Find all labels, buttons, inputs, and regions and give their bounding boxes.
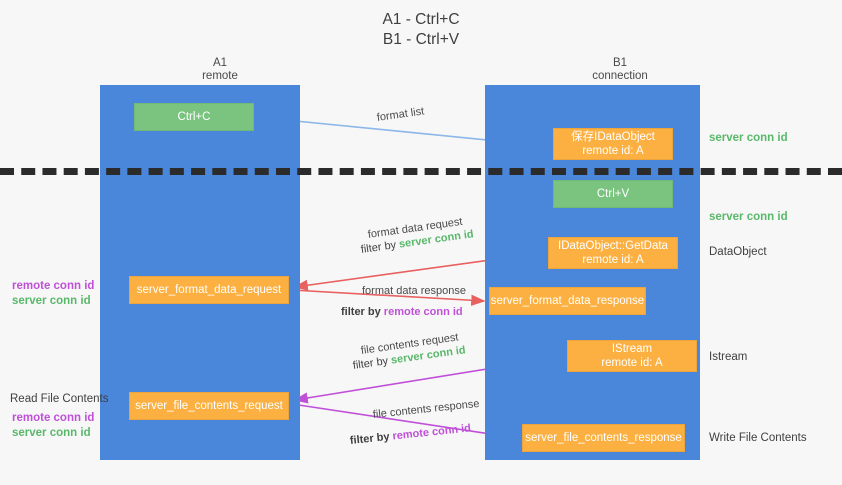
node-dataobject[interactable]: 保存IDataObject remote id: A — [553, 128, 673, 160]
node-getdata-line2: remote id: A — [582, 254, 644, 266]
lane-a1-name: A1 — [212, 57, 228, 69]
node-istream-line1: IStream — [611, 343, 653, 355]
note-server-conn-id: server conn id — [12, 427, 91, 439]
node-server-format-data-request[interactable]: server_format_data_request — [129, 276, 289, 304]
note-server-conn-id-mid: server conn id — [709, 211, 788, 223]
edge-label-format-data-response-filter: filter by remote conn id — [341, 305, 463, 320]
node-istream-line2: remote id: A — [601, 357, 663, 369]
lane-a1-header: A1 remote — [120, 57, 320, 83]
note-server-conn-id-top: server conn id — [709, 132, 788, 144]
node-server-file-contents-request[interactable]: server_file_contents_request — [129, 392, 289, 420]
node-getdata[interactable]: IDataObject::GetData remote id: A — [548, 237, 678, 269]
node-server-file-contents-request-label: server_file_contents_request — [135, 400, 283, 412]
arrow-file-contents-response — [291, 403, 519, 442]
node-dataobject-line1: 保存IDataObject — [571, 131, 655, 143]
node-ctrl-v-label: Ctrl+V — [596, 188, 630, 200]
timeline-separator — [0, 168, 842, 175]
lane-b1-header: B1 connection — [520, 57, 720, 83]
node-dataobject-line2: remote id: A — [582, 145, 644, 157]
lane-b1-name: B1 — [612, 57, 628, 69]
note-remote-conn-id: remote conn id — [12, 412, 95, 424]
node-getdata-line1: IDataObject::GetData — [558, 240, 668, 252]
node-server-format-data-response[interactable]: server_format_data_response — [489, 287, 646, 315]
note-write-file-contents: Write File Contents — [709, 432, 807, 444]
note-server-conn-id: server conn id — [12, 295, 91, 307]
lane-a1-sub: remote — [202, 70, 238, 82]
note-conn-ids-file: remote conn id server conn id — [12, 411, 94, 441]
node-ctrl-c-label: Ctrl+C — [177, 111, 211, 123]
note-istream: Istream — [709, 351, 748, 363]
edge-label-format-data-response: format data response — [362, 285, 466, 297]
filter-prefix: filter by — [349, 430, 394, 447]
remote-conn-id-token: remote conn id — [383, 306, 463, 318]
note-conn-ids-format: remote conn id server conn id — [12, 279, 94, 309]
filter-prefix: filter by — [360, 238, 400, 256]
page-title: A1 - Ctrl+C B1 - Ctrl+V — [382, 11, 460, 48]
filter-prefix: filter by — [352, 354, 392, 372]
note-read-file-contents: Read File Contents — [10, 393, 109, 405]
node-server-format-data-response-label: server_format_data_response — [490, 295, 645, 307]
note-remote-conn-id: remote conn id — [12, 280, 95, 292]
lane-b1-sub: connection — [592, 70, 648, 82]
arrow-format-data-response — [291, 289, 486, 306]
note-dataobject: DataObject — [709, 246, 767, 258]
node-server-file-contents-response[interactable]: server_file_contents_response — [522, 424, 685, 452]
node-istream[interactable]: IStream remote id: A — [567, 340, 697, 372]
node-server-file-contents-response-label: server_file_contents_response — [525, 432, 682, 444]
filter-prefix: filter by — [341, 306, 384, 318]
node-server-format-data-request-label: server_format_data_request — [136, 284, 282, 296]
node-ctrl-v[interactable]: Ctrl+V — [553, 180, 673, 208]
node-ctrl-c[interactable]: Ctrl+C — [134, 103, 254, 131]
